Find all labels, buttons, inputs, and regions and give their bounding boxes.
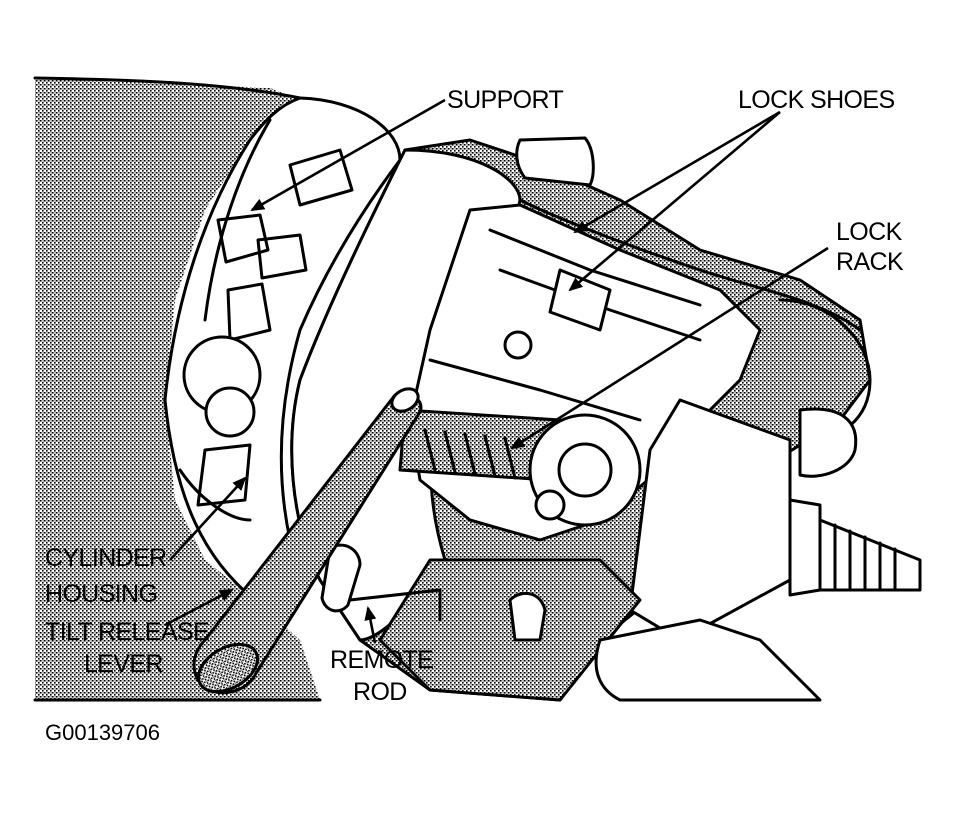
- label-tilt-release-line1: TILT RELEASE: [45, 618, 209, 646]
- lock-shoes-leader-2: [568, 111, 781, 292]
- support-leader: [250, 98, 446, 212]
- cylinder-housing-leader: [169, 476, 247, 561]
- lock-rack-leader: [510, 246, 829, 450]
- tilt-release-lever: [192, 387, 423, 695]
- label-remote-rod-line2: ROD: [353, 678, 407, 706]
- remote-rod: [320, 543, 442, 622]
- wheel-hub: [33, 76, 322, 702]
- label-cylinder-housing-line1: CYLINDER: [45, 544, 167, 572]
- label-lock-rack-line1: LOCK: [836, 218, 903, 246]
- tilt-release-leader: [164, 588, 234, 627]
- remote-rod-leader: [364, 606, 377, 644]
- sector-gear: [528, 413, 642, 527]
- label-cylinder-housing-line2: HOUSING: [45, 580, 157, 608]
- label-lock-rack-line2: RACK: [836, 248, 904, 276]
- mounting-bracket: [378, 558, 822, 702]
- support-ring: [163, 96, 402, 602]
- label-tilt-release-line2: LEVER: [84, 650, 163, 678]
- label-support: SUPPORT: [447, 86, 564, 114]
- figure-id: G00139706: [45, 720, 160, 745]
- lock-shoes-leader-1: [573, 110, 781, 234]
- label-lock-shoes: LOCK SHOES: [738, 86, 895, 114]
- label-remote-rod-line1: REMOTE: [330, 646, 433, 674]
